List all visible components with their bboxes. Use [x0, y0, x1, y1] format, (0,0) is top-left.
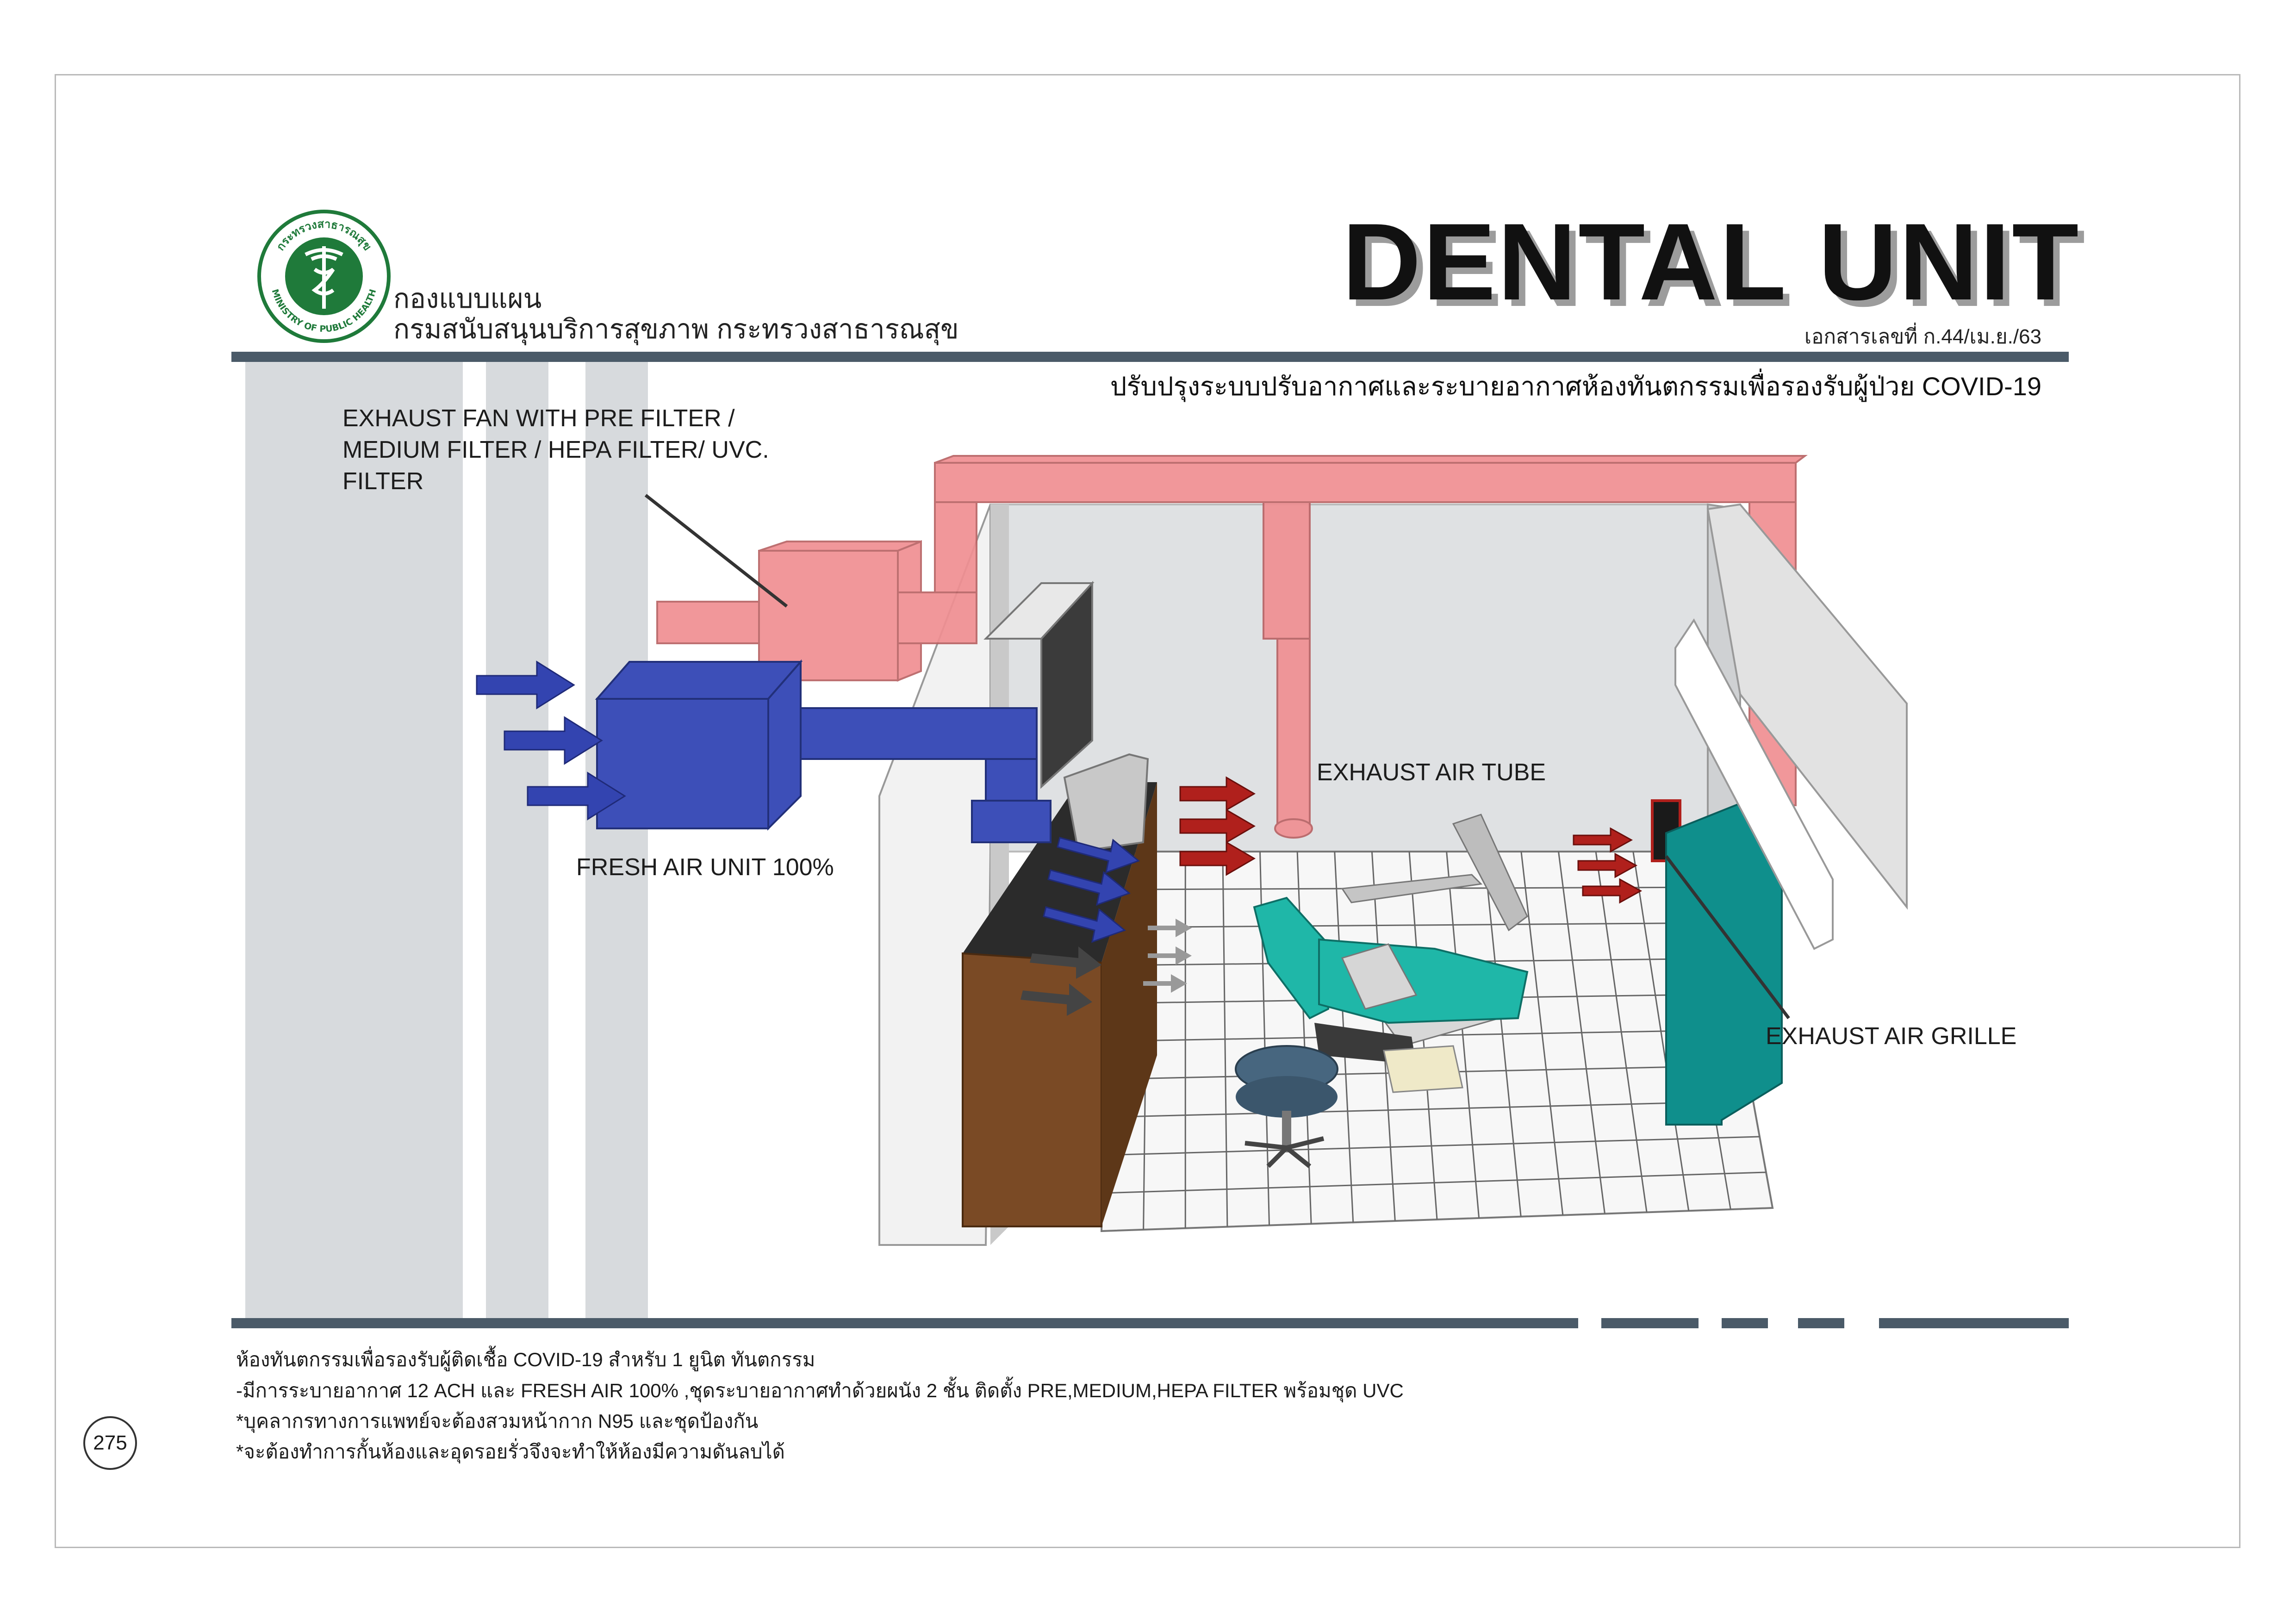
door-rail — [1674, 618, 1834, 950]
label-exhaust-air-tube: EXHAUST AIR TUBE — [1317, 759, 1546, 786]
footer-rule-dash — [1722, 1318, 1768, 1328]
floor-tile-line — [1102, 1171, 1767, 1194]
org-name-line2: กรมสนับสนุนบริการสุขภาพ กระทรวงสาธารณสุข — [393, 314, 959, 344]
fresh-air-intake-arrows — [476, 660, 626, 821]
footer-rule — [231, 1318, 1578, 1328]
ministry-logo: กระทรวงสาธารณสุข MINISTRY OF PUBLIC HEAL… — [257, 210, 391, 343]
door-panel — [1706, 503, 1908, 910]
upper-cabinet-top — [983, 582, 1095, 640]
note-line: ห้องทันตกรรมเพื่อรองรับผู้ติดเชื้อ COVID… — [236, 1349, 815, 1370]
page-frame — [55, 74, 2240, 1548]
background-stripe — [585, 362, 648, 1318]
background-stripe — [245, 362, 463, 1318]
exhaust-duct — [656, 455, 1808, 839]
note-line: *บุคลากรทางการแพทย์จะต้องสวมหน้ากาก N95 … — [236, 1410, 759, 1432]
page-subtitle: ปรับปรุงระบบปรับอากาศและระบายอากาศห้องทั… — [1110, 372, 2041, 401]
leader-exhaust-grille — [1665, 855, 1790, 1020]
org-name-line1: กองแบบแผน — [393, 284, 542, 314]
dentist-stool — [1235, 1045, 1338, 1168]
leader-exhaust-fan — [644, 494, 788, 608]
background-stripe — [486, 362, 548, 1318]
sink — [1063, 753, 1149, 853]
header-rule — [231, 352, 2069, 362]
note-line: -มีการระบายอากาศ 12 ACH และ FRESH AIR 10… — [236, 1380, 1404, 1401]
label-fresh-air-unit: FRESH AIR UNIT 100% — [576, 854, 834, 881]
page-number: 275 — [83, 1416, 137, 1470]
page-title: DENTAL UNIT — [1342, 201, 2081, 323]
airflow-arrows-grey — [1020, 919, 1192, 1016]
note-line: *จะต้องทำการกั้นห้องและอุดรอยรั่วจึงจะทำ… — [236, 1441, 785, 1462]
exhaust-arrows-red — [1179, 776, 1643, 904]
dental-chair — [1253, 814, 1529, 1093]
cabinet-side — [1101, 782, 1157, 1226]
floor-tile-line — [1108, 922, 1721, 928]
footer-rule-dash — [1879, 1318, 2069, 1328]
supply-air-arrows — [1043, 837, 1140, 943]
floor-tile-line — [1103, 1136, 1760, 1156]
floor-tile-line — [1104, 1100, 1754, 1118]
label-exhaust-fan: EXHAUST FAN WITH PRE FILTER / MEDIUM FIL… — [342, 405, 769, 495]
footer-rule-dash — [1601, 1318, 1699, 1328]
document-number: เอกสารเลขที่ ก.44/เม.ย./63 — [1804, 325, 2041, 348]
label-exhaust-air-grille: EXHAUST AIR GRILLE — [1766, 1023, 2017, 1050]
fresh-air-duct — [595, 659, 1052, 843]
footer-rule-dash — [1798, 1318, 1844, 1328]
